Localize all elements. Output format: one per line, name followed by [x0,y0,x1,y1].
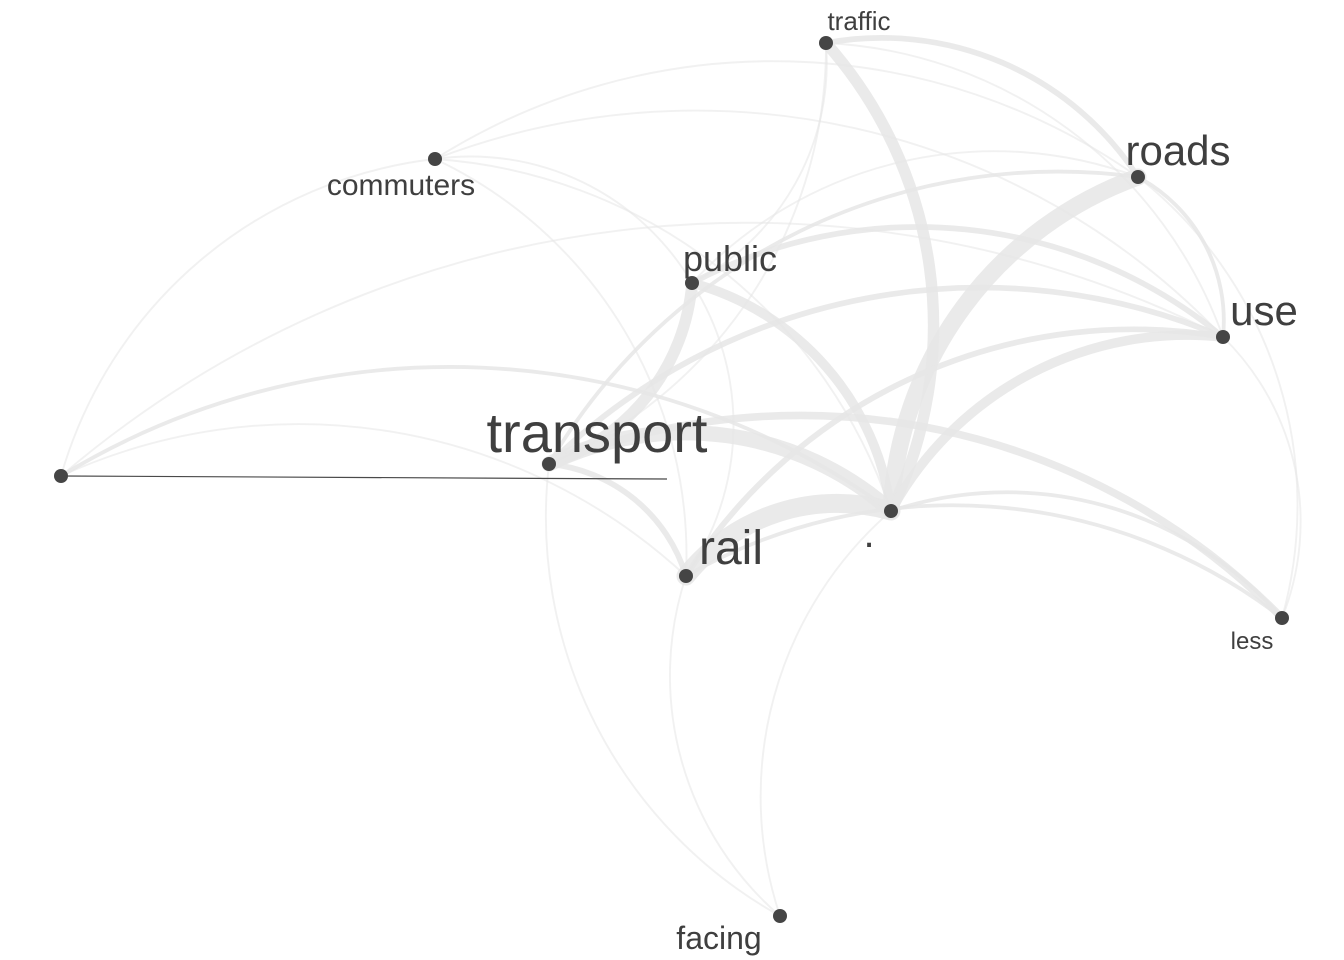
graph-edge [882,168,1147,520]
graph-node-rail [679,569,693,583]
graph-edge [546,284,1226,467]
node-label-use: use [1230,287,1298,334]
node-label-transport: transport [487,401,708,464]
highlighted-edge [60,475,668,480]
node-label-roads: roads [1125,127,1230,174]
graph-edge [434,109,1224,338]
graph-edge [825,42,1224,338]
edges-layer [59,35,1302,917]
graph-node-unlabeled [54,469,68,483]
graph-edge [434,158,892,512]
graph-edge [823,35,1141,180]
graph-edge [687,278,896,516]
graph-edge [1222,336,1302,619]
graph-node-public [685,276,699,290]
node-label-commuters: commuters [327,169,475,202]
graph-edge [1137,176,1299,619]
node-label-facing: facing [676,920,761,956]
graph-edge [434,158,688,577]
graph-edge [547,169,1140,466]
graph-node-roads [1131,170,1145,184]
graph-edge [434,155,693,284]
graph-edge [544,463,781,917]
graph-edge [683,326,1226,579]
graph-edge [546,461,689,579]
graph-node-dot [884,504,898,518]
graph-edge [889,490,1284,620]
graph-edge [820,37,940,517]
nodes-layer [54,36,1289,923]
graph-node-transport [542,457,556,471]
graph-edge [59,365,893,513]
graph-edge [676,493,901,586]
graph-edge [685,282,735,577]
graph-edge [434,60,1139,178]
graph-node-traffic [819,36,833,50]
node-label-public: public [683,238,777,279]
node-label-rail: rail [699,522,763,575]
graph-edge [759,510,892,917]
graph-node-commuters [428,152,442,166]
graph-node-facing [773,909,787,923]
graph-edge [60,158,436,477]
graph-edge [684,503,1284,620]
graph-edge [60,423,687,577]
node-label-traffic: traffic [827,6,890,36]
highlight-edge-layer [60,475,668,480]
labels-layer: traffic commuters roads public use transport r… [327,6,1298,956]
graph-edge [669,575,781,917]
graph-edge [548,42,827,465]
graph-edge [691,42,828,284]
node-label-dot: . [863,512,874,556]
graph-edge [691,150,1139,284]
graph-node-less [1275,611,1289,625]
node-label-less: less [1231,628,1274,655]
graph-node-use [1216,330,1230,344]
graph-edge [60,221,1224,477]
graph-edge [886,330,1228,516]
graph-edge [689,224,1226,340]
